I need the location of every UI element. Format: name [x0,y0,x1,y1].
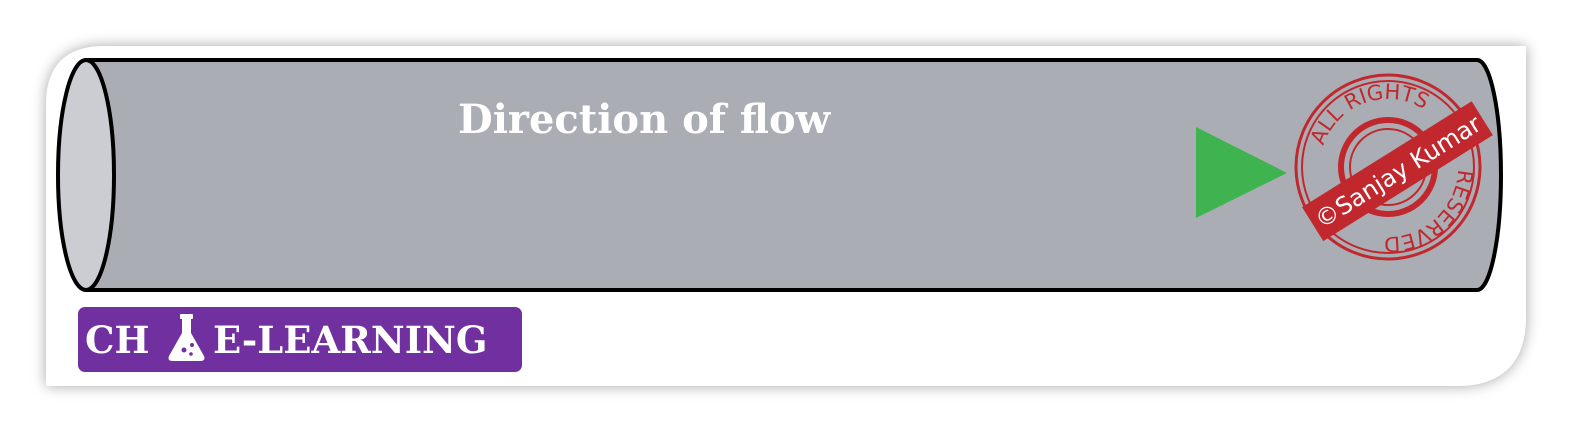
flow-arrow [251,127,1287,218]
logo-text-right: E-LEARNING [213,318,487,362]
flask-icon [168,314,205,361]
logo-badge: CH E-LEARNING [78,307,522,372]
flow-label: Direction of flow [458,96,832,143]
pipe-end [56,58,116,292]
logo-text-left: CH [85,318,149,362]
flow-arrow-head [1196,127,1287,218]
stamp-banner [1302,101,1493,242]
